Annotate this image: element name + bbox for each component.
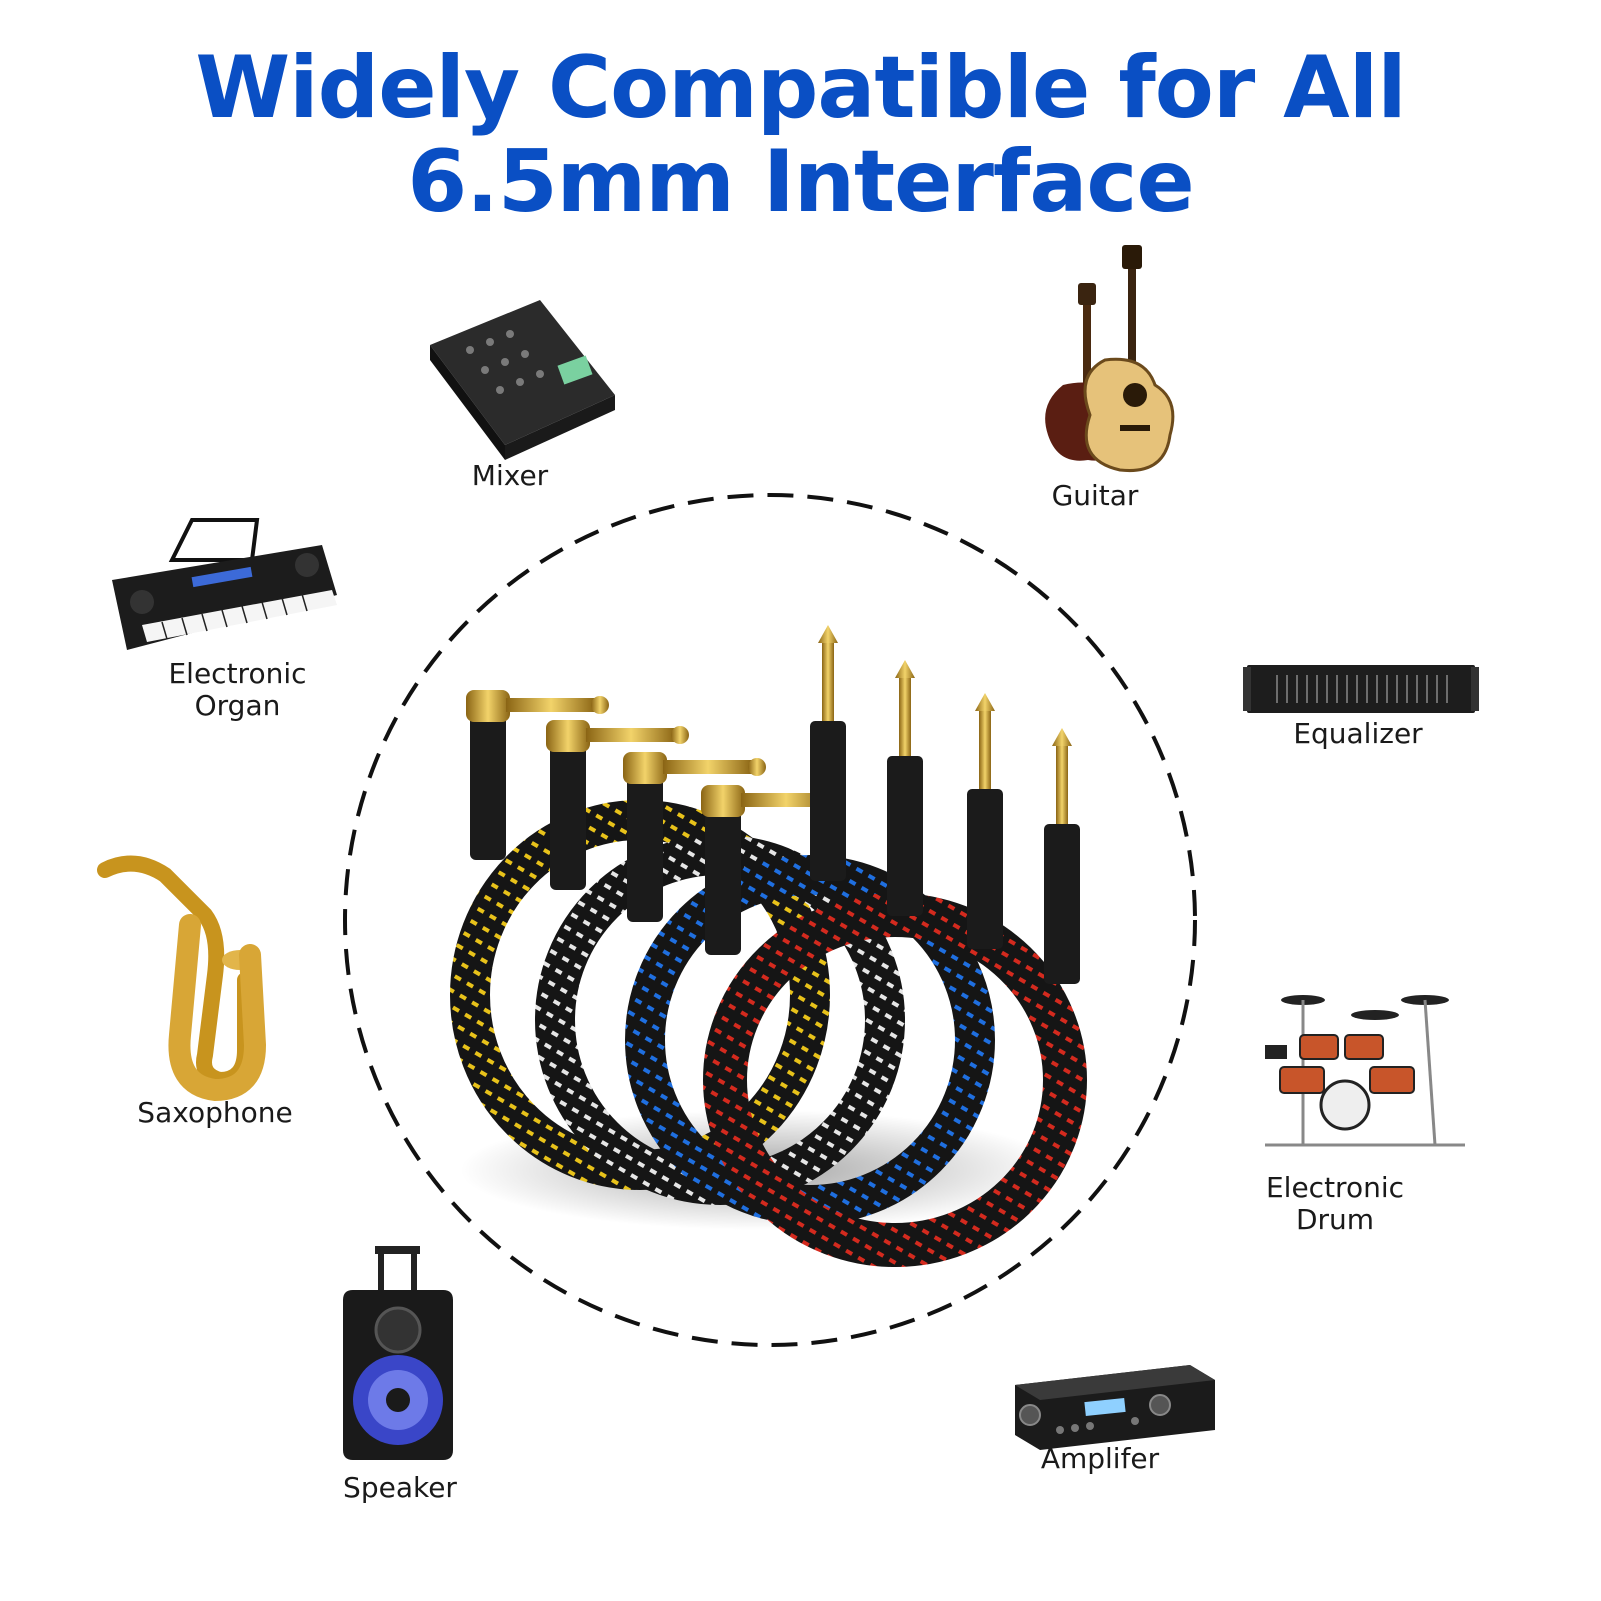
guitar-label: Guitar (1051, 479, 1139, 512)
electronic-drum-label: Electronic Drum (1250, 1172, 1420, 1236)
electronic-drum-image (1265, 995, 1465, 1147)
equalizer-image (1243, 665, 1479, 713)
amplifier-image (1015, 1365, 1215, 1450)
saxophone-label: Saxophone (137, 1096, 293, 1129)
speaker-label: Speaker (343, 1471, 457, 1504)
dashed-circle (343, 493, 1197, 1347)
electronic-organ-image (112, 518, 337, 650)
electronic-drum-label-line-2: Drum (1295, 1203, 1375, 1236)
guitar-image (1045, 245, 1175, 473)
headline-line-1: Widely Compatible for All (195, 38, 1406, 138)
mixer-image (430, 300, 615, 460)
electronic-organ-label: Electronic Organ (150, 658, 325, 722)
mixer-label: Mixer (471, 459, 549, 492)
speaker-image (343, 1246, 453, 1460)
equalizer-label: Equalizer (1293, 717, 1423, 750)
electronic-organ-label-line-1: Electronic (168, 657, 307, 690)
headline-line-2: 6.5mm Interface (407, 132, 1194, 232)
electronic-drum-label-line-1: Electronic (1265, 1171, 1405, 1204)
electronic-organ-label-line-2: Organ (194, 689, 281, 722)
cable-coils-image (450, 625, 1087, 1267)
saxophone-image (97, 855, 267, 1102)
amplifier-label: Amplifer (1040, 1442, 1160, 1475)
